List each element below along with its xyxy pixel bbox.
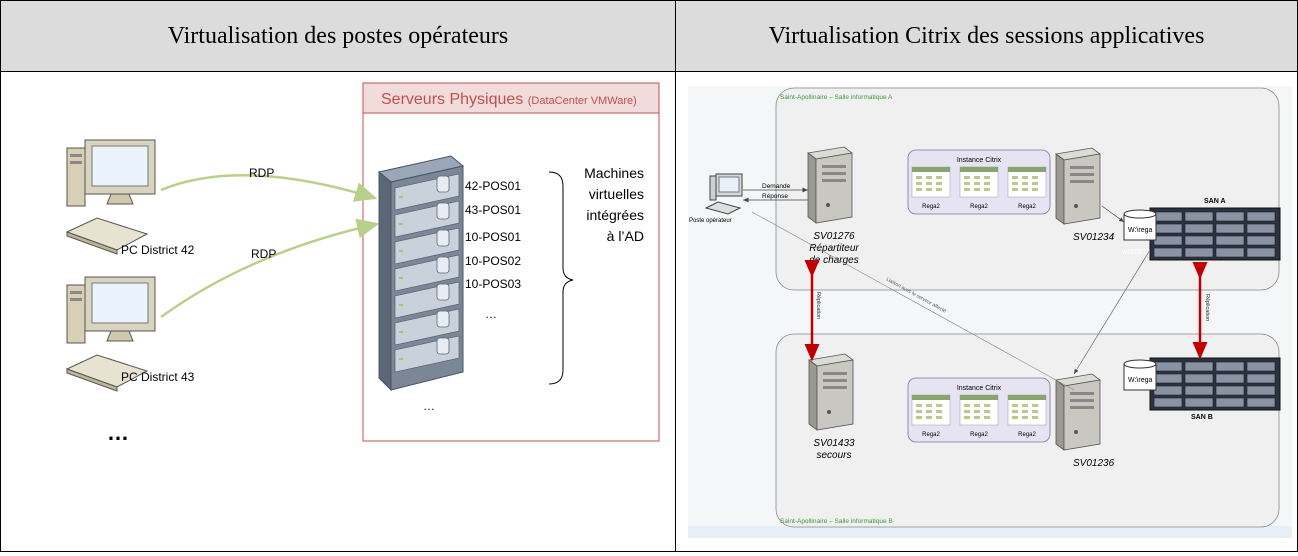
diagram-footer-band — [688, 526, 1292, 538]
server-rack-icon — [377, 155, 465, 392]
vm-label-1: 42-POS01 — [465, 179, 521, 193]
replication-label-san: Réplication — [1204, 294, 1210, 321]
room-b-label: Saint-Apollinaire – Salle informatique B — [780, 518, 893, 525]
rega-a-3: Rega2 — [1018, 204, 1036, 210]
computer-icon — [65, 139, 156, 255]
brace-label-line-1: Machines — [584, 165, 644, 181]
server-sv01433: SV01433 secours — [808, 353, 855, 461]
san-b-label: SAN B — [1191, 414, 1213, 421]
replication-label-servers: Réplication — [815, 292, 821, 319]
postes-diagram: Serveurs Physiques (DataCenter VMWare) P… — [65, 82, 660, 445]
rega-b-2: Rega2 — [970, 432, 988, 438]
server-sv01276: SV01276 Répartiteur de charges — [807, 146, 859, 266]
server-icon — [807, 146, 853, 224]
brace-label-line-4: à l’AD — [607, 228, 644, 244]
san-b: W:\rega SAN B — [1123, 357, 1281, 421]
rdp-label-43: RDP — [251, 247, 276, 261]
computer-icon — [65, 276, 156, 392]
citrix-instance-b: Instance Citrix Rega2 Rega2 Rega2 — [907, 377, 1051, 443]
citrix-instance-a: Instance Citrix Rega2 Rega2 Rega2 — [907, 149, 1051, 215]
vm-label-3: 10-POS01 — [465, 230, 521, 244]
pc-district-42: PC District 42 — [65, 139, 195, 257]
datacenter-subtitle: (DataCenter VMWare) — [528, 95, 637, 107]
operator-workstation: Poste opérateur — [689, 173, 743, 224]
cell-citrix: Saint-Apollinaire – Salle informatique A… — [675, 71, 1298, 552]
demande-label: Demande — [762, 183, 791, 190]
sv01234-label: SV01234 — [1073, 232, 1115, 243]
sv01433-label-1: SV01433 — [813, 438, 855, 449]
servers-more: … — [423, 399, 435, 413]
brace-label: Machines virtuelles intégrées à l’AD — [584, 165, 644, 244]
link-sv01234-san-a — [1101, 205, 1125, 223]
sv01236-label: SV01236 — [1073, 458, 1115, 469]
brace-label-line-3: intégrées — [586, 207, 644, 223]
server-icon — [1055, 373, 1101, 451]
brace-label-line-2: virtuelles — [589, 186, 644, 202]
citrix-diagram: Saint-Apollinaire – Salle informatique A… — [688, 86, 1292, 538]
rdp-arrow-42 — [160, 174, 378, 202]
server-icon — [1055, 147, 1101, 225]
vm-label-4: 10-POS02 — [465, 254, 521, 268]
wrega-a-label: W:\rega — [1128, 227, 1152, 234]
rega-a-1: Rega2 — [922, 204, 940, 210]
sv01276-label-2: Répartiteur — [809, 243, 859, 254]
rdp-arrow-43 — [160, 218, 380, 319]
room-a-label: Saint-Apollinaire – Salle informatique A — [780, 94, 893, 101]
storage-array-icon — [1149, 357, 1281, 411]
pc-43-label: PC District 43 — [121, 370, 195, 384]
pc-42-label: PC District 42 — [121, 243, 195, 257]
datacenter-title: Serveurs Physiques — [381, 91, 523, 108]
server-sv01236: SV01236 — [1055, 373, 1115, 469]
svg-text:Serveurs Physiques (DataCenter: Serveurs Physiques (DataCenter VMWare) — [381, 91, 637, 108]
operator-workstation-label: Poste opérateur — [689, 218, 732, 224]
header-postes-label: Virtualisation des postes opérateurs — [167, 22, 509, 49]
server-icon — [808, 353, 854, 431]
citrix-b-label: Instance Citrix — [957, 385, 1002, 392]
rega-b-1: Rega2 — [922, 432, 940, 438]
header-citrix-label: Virtualisation Citrix des sessions appli… — [768, 22, 1205, 49]
brace — [548, 171, 574, 385]
w2k-label: w2k0879 — [1121, 249, 1150, 256]
citrix-a-label: Instance Citrix — [957, 157, 1002, 164]
san-a-label: SAN A — [1204, 198, 1226, 205]
pc-district-43: PC District 43 — [65, 276, 195, 392]
vm-label-more: … — [485, 307, 497, 321]
disk-icon: W:\rega — [1123, 359, 1157, 391]
rega-b-3: Rega2 — [1018, 432, 1036, 438]
more-pcs: … — [107, 420, 129, 445]
header-citrix: Virtualisation Citrix des sessions appli… — [675, 0, 1298, 72]
storage-array-icon — [1149, 207, 1281, 261]
rega-a-2: Rega2 — [970, 204, 988, 210]
link-san-a-sv01236 — [1073, 249, 1151, 375]
wrega-b-label: W:\rega — [1128, 377, 1152, 384]
sv01276-label-1: SV01276 — [813, 231, 855, 242]
sv01276-label-3: de charges — [809, 255, 858, 266]
sv01433-label-2: secours — [816, 450, 851, 461]
disk-icon: W:\rega — [1123, 209, 1157, 241]
reponse-label: Réponse — [762, 193, 788, 200]
server-sv01234: SV01234 — [1055, 147, 1115, 243]
cell-postes: Serveurs Physiques (DataCenter VMWare) P… — [0, 71, 676, 552]
link-operator-sv01236 — [751, 211, 1075, 391]
computer-icon — [704, 173, 743, 215]
rdp-label-42: RDP — [249, 166, 274, 180]
vm-label-5: 10-POS03 — [465, 277, 521, 291]
san-a: SAN A W:\rega w2k0879 — [1121, 198, 1281, 261]
header-postes: Virtualisation des postes opérateurs — [0, 0, 676, 72]
vm-label-2: 43-POS01 — [465, 203, 521, 217]
